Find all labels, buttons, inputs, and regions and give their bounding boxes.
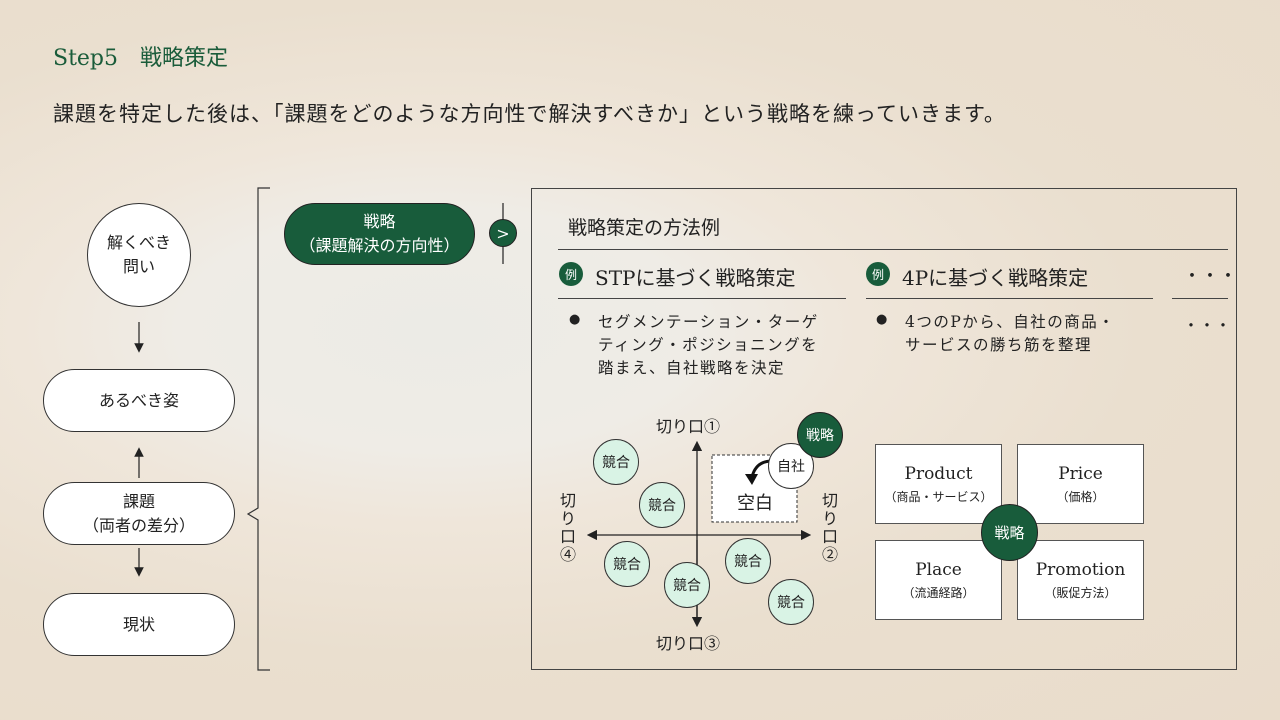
bullet-icon: ●	[569, 312, 581, 327]
strategy-sub: （課題解決の方向性）	[299, 236, 460, 255]
4p-strategy-circle: 戦略	[981, 504, 1038, 561]
axis-label-left: 切り口④	[557, 492, 576, 564]
stp-description: セグメンテーション・ターゲ ティング・ポジショニングを 踏まえ、自社戦略を決定	[598, 311, 819, 380]
issue-pill: 課題 （両者の差分）	[43, 482, 235, 545]
chevron-right-icon: >	[489, 219, 517, 247]
divider	[866, 298, 1153, 299]
4p-price: Price （価格）	[1017, 444, 1144, 524]
question-line1: 解くべき	[106, 233, 171, 252]
bracket	[246, 187, 270, 671]
panel-title: 戦略策定の方法例	[568, 217, 721, 239]
text-line: 踏まえ、自社戦略を決定	[598, 359, 786, 377]
4p-sub: （価格）	[1056, 489, 1105, 504]
4p-label: Price	[1058, 463, 1103, 484]
4p-label: Promotion	[1035, 559, 1126, 580]
lead-text: 課題を特定した後は、「課題をどのような方向性で解決すべきか」という戦略を練ってい…	[53, 102, 1006, 126]
divider	[1172, 298, 1228, 299]
4p-place: Place （流通経路）	[875, 540, 1002, 620]
strategy-label: 戦略	[363, 212, 396, 231]
divider	[558, 249, 1228, 250]
4p-sub: （流通経路）	[902, 585, 975, 600]
question-circle: 解くべき 問い	[87, 203, 191, 307]
competitor-circle: 競合	[593, 439, 639, 485]
issue-label: 課題	[122, 491, 155, 511]
stp-heading: STPに基づく戦略策定	[595, 266, 796, 290]
text-line: セグメンテーション・ターゲ	[598, 313, 819, 331]
divider	[558, 298, 846, 299]
competitor-circle: 競合	[664, 562, 710, 608]
bullet-icon: ●	[876, 312, 888, 327]
ideal-state-pill: あるべき姿	[43, 369, 235, 432]
4p-product: Product （商品・サービス）	[875, 444, 1002, 524]
4p-heading: 4Pに基づく戦略策定	[902, 266, 1089, 290]
issue-sub: （両者の差分）	[82, 515, 195, 535]
4p-label: Product	[904, 463, 973, 484]
ellipsis: ・・・	[1183, 266, 1237, 287]
example-badge: 例	[559, 262, 583, 286]
current-label: 現状	[122, 614, 155, 634]
ideal-label: あるべき姿	[98, 390, 179, 410]
axis-label-bottom: 切り口③	[656, 634, 721, 653]
text-line: ティング・ポジショニングを	[598, 336, 819, 354]
4p-label: Place	[915, 559, 962, 580]
4p-description: 4つのPから、自社の商品・ サービスの勝ち筋を整理	[905, 311, 1115, 357]
competitor-circle: 競合	[725, 538, 771, 584]
competitor-circle: 競合	[768, 579, 814, 625]
blank-label: 空白	[737, 493, 773, 514]
axis-label-right: 切り口②	[819, 492, 838, 564]
current-state-pill: 現状	[43, 593, 235, 656]
text-line: 4つのPから、自社の商品・	[905, 313, 1116, 331]
4p-sub: （商品・サービス）	[884, 489, 993, 504]
question-line2: 問い	[122, 257, 155, 276]
strategy-pill: 戦略 （課題解決の方向性）	[284, 203, 475, 265]
methods-panel	[531, 188, 1237, 670]
strategy-circle: 戦略	[797, 412, 843, 458]
axis-label-top: 切り口①	[656, 417, 721, 436]
competitor-circle: 競合	[604, 541, 650, 587]
competitor-circle: 競合	[639, 482, 685, 528]
step-title: Step5 戦略策定	[53, 46, 229, 71]
example-badge: 例	[866, 262, 890, 286]
4p-sub: （販促方法）	[1044, 585, 1117, 600]
4p-promotion: Promotion （販促方法）	[1017, 540, 1144, 620]
ellipsis: ・・・	[1183, 316, 1232, 335]
text-line: サービスの勝ち筋を整理	[905, 336, 1093, 354]
